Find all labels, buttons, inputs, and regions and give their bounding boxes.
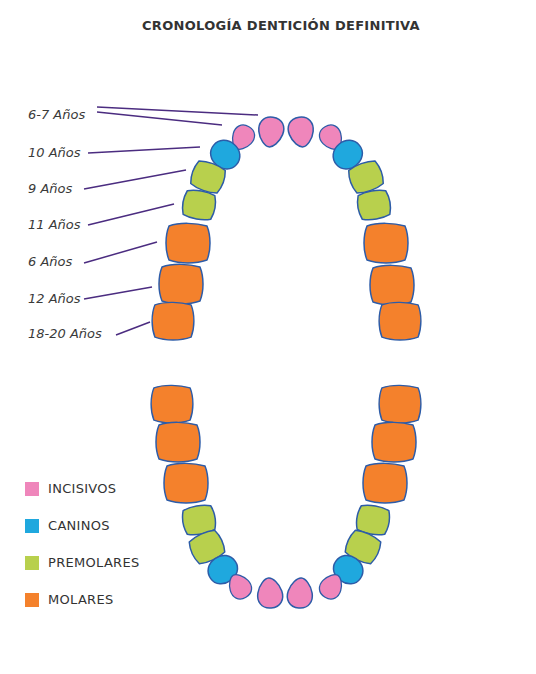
premolar-tooth (356, 188, 393, 222)
leader-line (84, 287, 152, 299)
incisor-tooth (256, 577, 284, 609)
legend-text: INCISIVOS (48, 481, 116, 496)
legend-swatch (25, 519, 39, 533)
age-label: 11 Años (28, 217, 81, 232)
molar-tooth (151, 385, 193, 423)
molar-tooth (363, 463, 407, 503)
molar-tooth (370, 265, 414, 305)
legend-text: MOLARES (48, 592, 113, 607)
age-label: 6 Años (28, 254, 72, 269)
legend-row: MOLARES (25, 591, 225, 609)
legend-row: INCISIVOS (25, 480, 225, 498)
molar-tooth (159, 264, 203, 304)
molar-tooth (379, 302, 421, 340)
age-label: 9 Años (28, 181, 72, 196)
legend-text: CANINOS (48, 518, 110, 533)
legend-text: PREMOLARES (48, 555, 139, 570)
legend-swatch (25, 556, 39, 570)
lower-arch (151, 385, 421, 609)
molar-tooth (164, 463, 208, 503)
leader-line (88, 147, 200, 153)
age-label: 18-20 Años (28, 326, 102, 341)
age-label: 12 Años (28, 291, 81, 306)
leader-line (116, 322, 150, 335)
leader-line (88, 204, 174, 225)
molar-tooth (364, 223, 408, 263)
incisor-tooth (287, 115, 316, 148)
molar-tooth (152, 302, 194, 340)
incisor-tooth (286, 577, 314, 609)
legend-swatch (25, 482, 39, 496)
age-label: 6-7 Años (28, 107, 85, 122)
leader-line (84, 242, 157, 263)
molar-tooth (156, 422, 200, 462)
molar-tooth (166, 223, 210, 263)
leader-line (97, 112, 222, 125)
legend-row: CANINOS (25, 517, 225, 535)
legend-row: PREMOLARES (25, 554, 225, 572)
molar-tooth (379, 385, 421, 423)
legend-swatch (25, 593, 39, 607)
leader-lines (84, 107, 258, 335)
incisor-tooth (224, 570, 255, 603)
age-label: 10 Años (28, 145, 81, 160)
premolar-tooth (181, 188, 218, 222)
leader-line (84, 170, 186, 189)
upper-arch (152, 115, 421, 340)
incisor-tooth (316, 570, 347, 603)
incisor-tooth (256, 115, 285, 148)
molar-tooth (372, 422, 416, 462)
chart-title: CRONOLOGÍA DENTICIÓN DEFINITIVA (142, 18, 420, 33)
